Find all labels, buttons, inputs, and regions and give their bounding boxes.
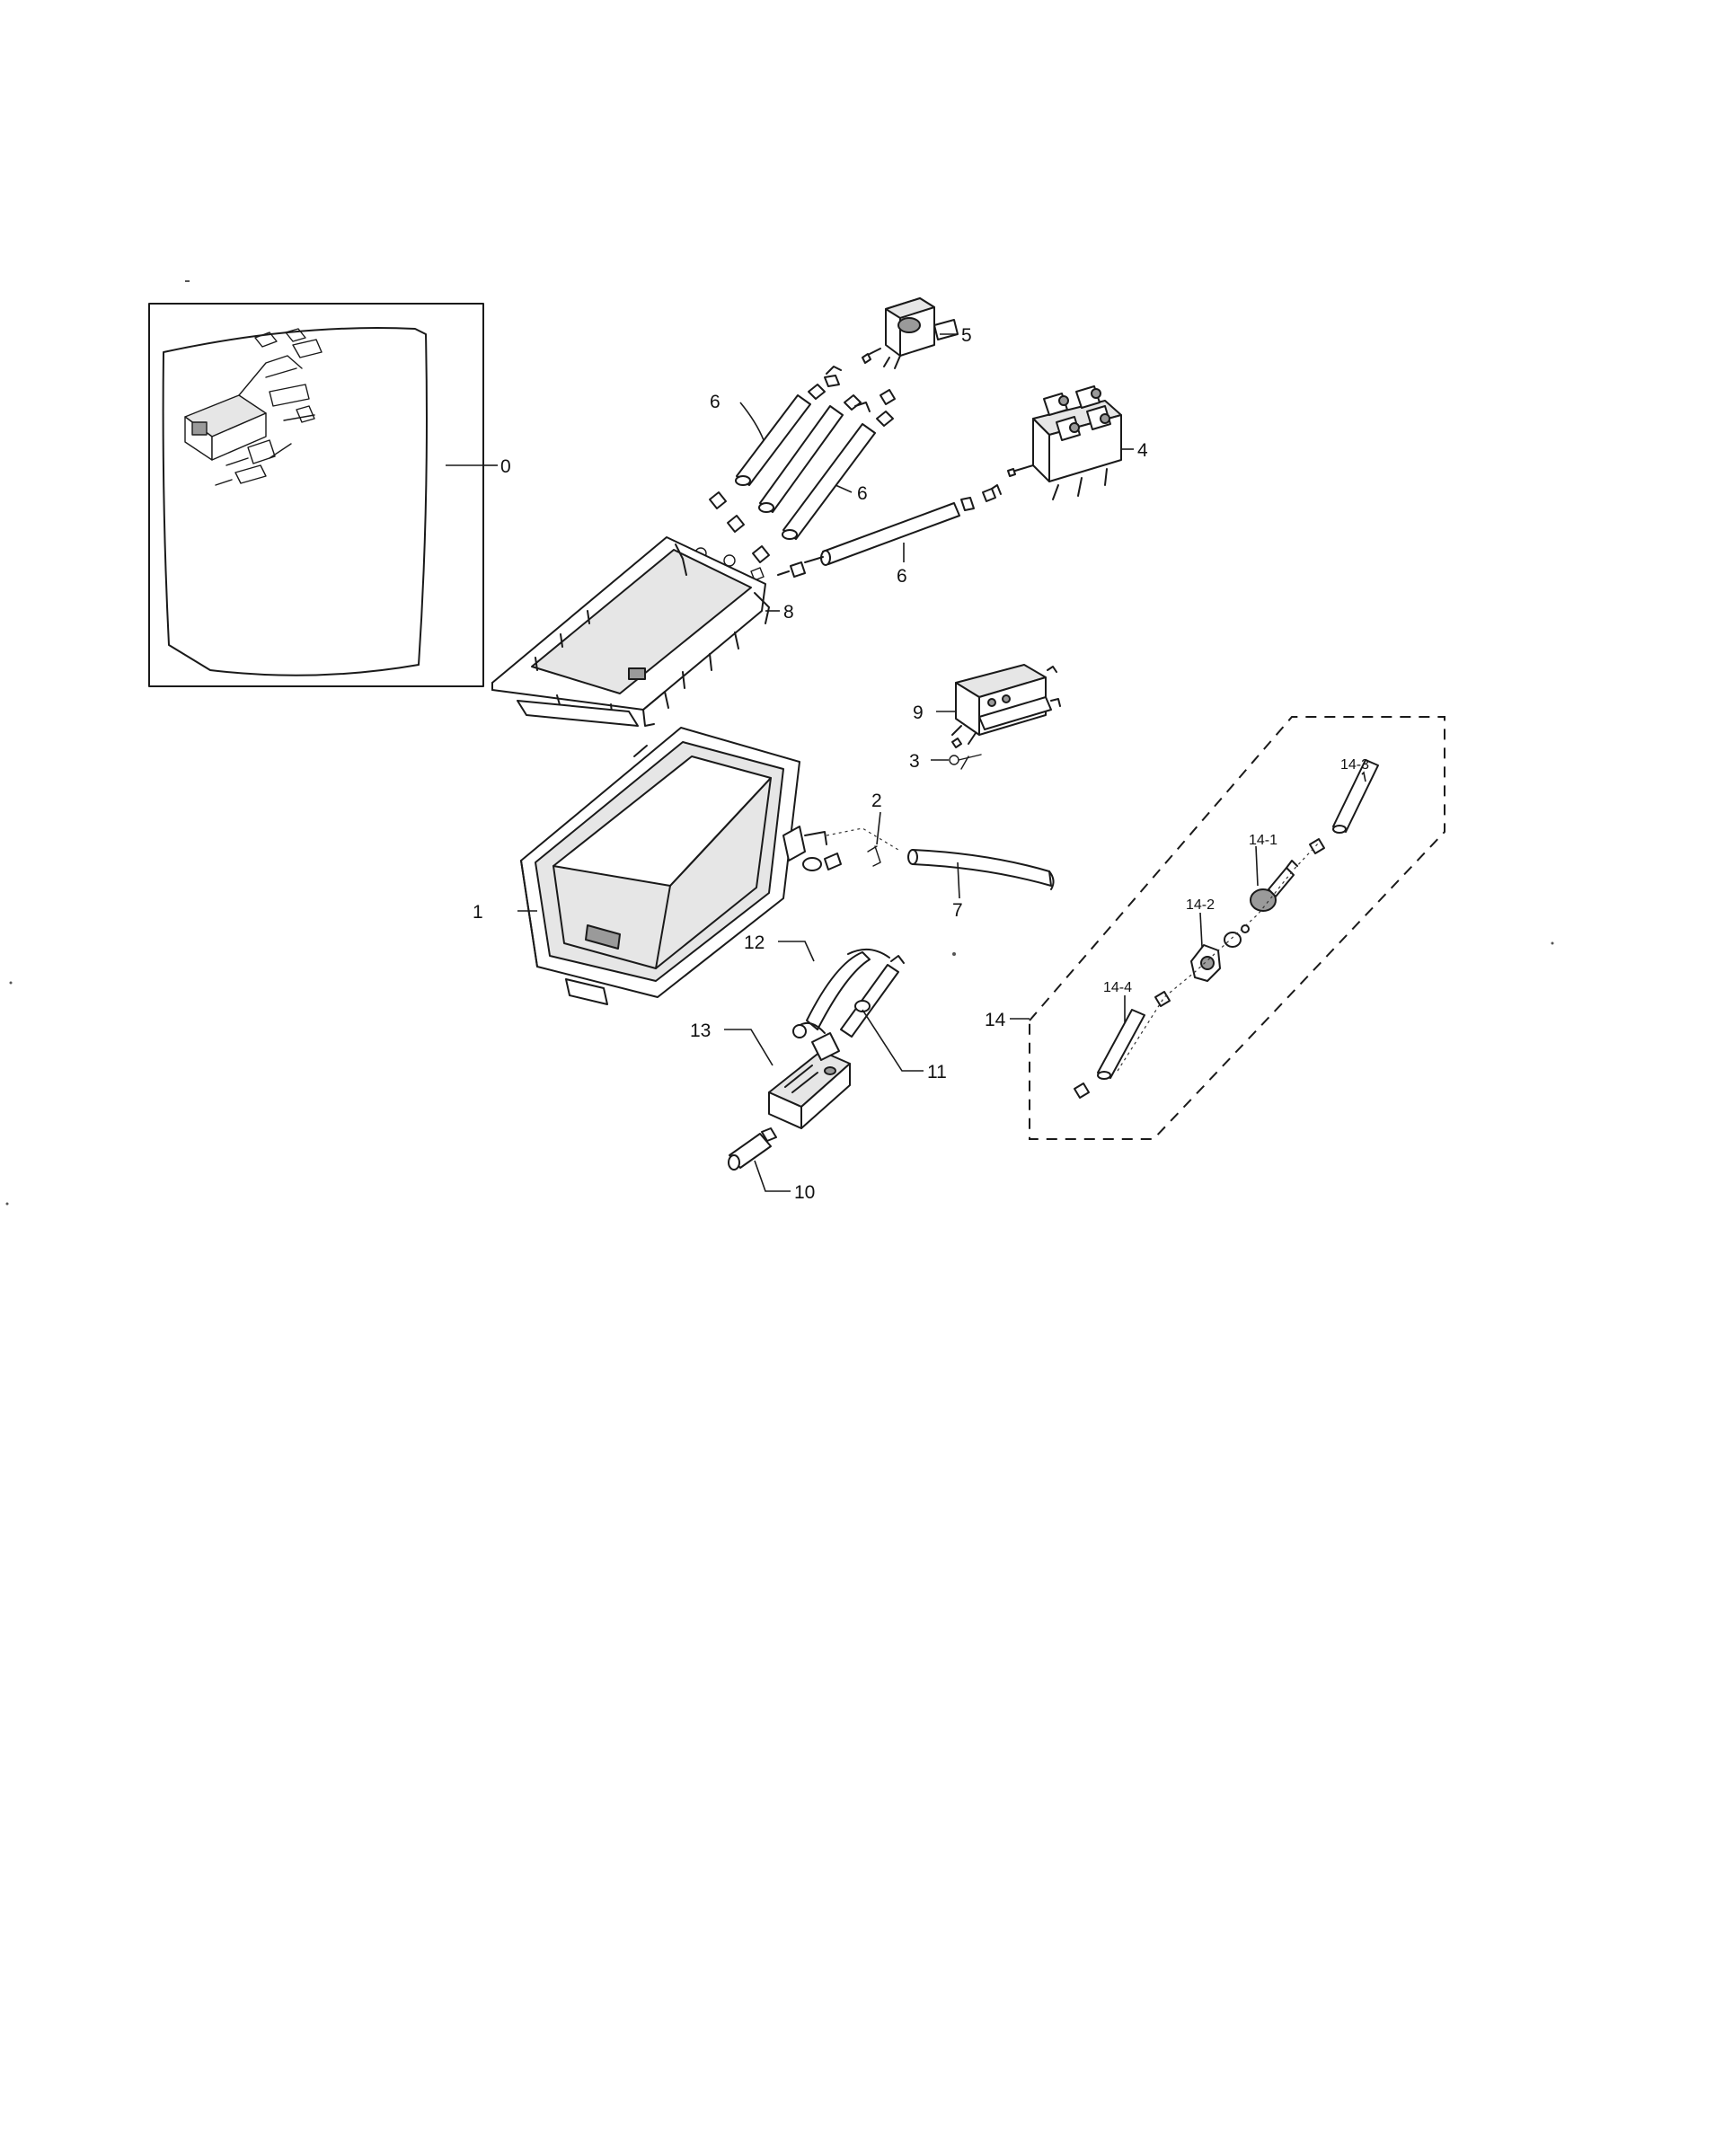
callout-6b: 6: [857, 483, 868, 504]
callout-14-4: 14-4: [1103, 980, 1132, 995]
leader-lines: [446, 333, 1366, 1192]
callout-11: 11: [927, 1062, 947, 1082]
scan-specks: [5, 280, 1554, 1206]
tube-12: [806, 948, 890, 1030]
fitting-14-1: [1250, 860, 1298, 912]
nut-14-2: [1190, 924, 1250, 982]
callout-5: 5: [961, 325, 972, 346]
hose-14-4: [1074, 991, 1171, 1099]
dispenser-housing: [520, 727, 842, 1005]
multi-water-valve: [1007, 385, 1122, 500]
callout-1: 1: [473, 902, 483, 923]
callout-8: 8: [783, 602, 794, 623]
callout-14: 14: [985, 1010, 1006, 1030]
callout-6c: 6: [897, 566, 907, 587]
kit-14-group: [1029, 716, 1445, 1140]
dispenser-lid: [491, 536, 770, 727]
lower-assembly: [728, 948, 905, 1171]
callout-14-2: 14-2: [1186, 897, 1215, 913]
callout-12: 12: [744, 932, 765, 953]
drain-parts: [826, 827, 1055, 890]
single-water-valve: [862, 297, 959, 369]
callout-9: 9: [913, 702, 924, 723]
callout-14-3: 14-3: [1340, 757, 1369, 773]
hose-7: [907, 849, 1055, 890]
assembly-inset: [148, 303, 484, 687]
callout-4: 4: [1137, 440, 1148, 461]
flow-block: [949, 664, 1061, 770]
pipe-11: [840, 955, 905, 1038]
callout-13: 13: [690, 1021, 711, 1041]
callout-14-1: 14-1: [1249, 833, 1277, 848]
bracket-13: [768, 1022, 851, 1129]
callout-6a: 6: [710, 392, 720, 412]
connector-10: [728, 1127, 777, 1171]
callout-labels: 0 1 2 3 4 5 6 6 6 7 8 9 10 11 12 13 14 1…: [473, 325, 1369, 1203]
callout-7: 7: [952, 900, 963, 921]
hose-group: [666, 366, 1002, 581]
callout-10: 10: [794, 1182, 815, 1203]
pin-3: [949, 754, 982, 770]
hose-14-3: [1309, 759, 1379, 854]
callout-2: 2: [871, 791, 882, 811]
callout-0: 0: [500, 456, 511, 477]
callout-3: 3: [909, 751, 920, 772]
clamp-2: [867, 845, 881, 867]
